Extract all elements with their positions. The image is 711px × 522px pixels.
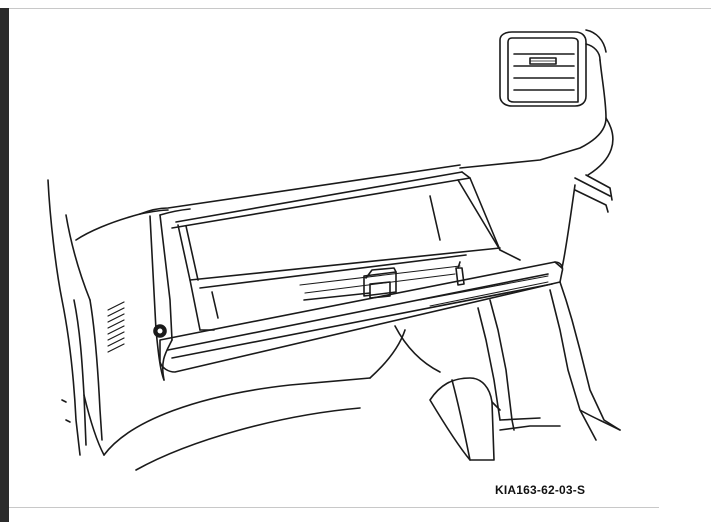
mounting-bolt xyxy=(153,324,167,338)
hand-tool xyxy=(429,377,501,461)
glove-box-opening xyxy=(139,164,521,381)
figure-reference-code: KIA163-62-03-S xyxy=(495,483,586,497)
glove-box-door xyxy=(159,261,564,373)
side-grille xyxy=(107,301,125,353)
dashboard-upper-edge xyxy=(459,59,614,213)
glove-box-latch xyxy=(363,261,465,299)
left-frame-bar xyxy=(0,8,9,522)
glove-box-bin xyxy=(177,179,501,331)
right-panel xyxy=(477,184,621,441)
lower-dashboard xyxy=(103,325,441,471)
air-vent xyxy=(499,29,607,107)
bottom-divider xyxy=(9,507,659,508)
top-divider xyxy=(9,8,711,9)
